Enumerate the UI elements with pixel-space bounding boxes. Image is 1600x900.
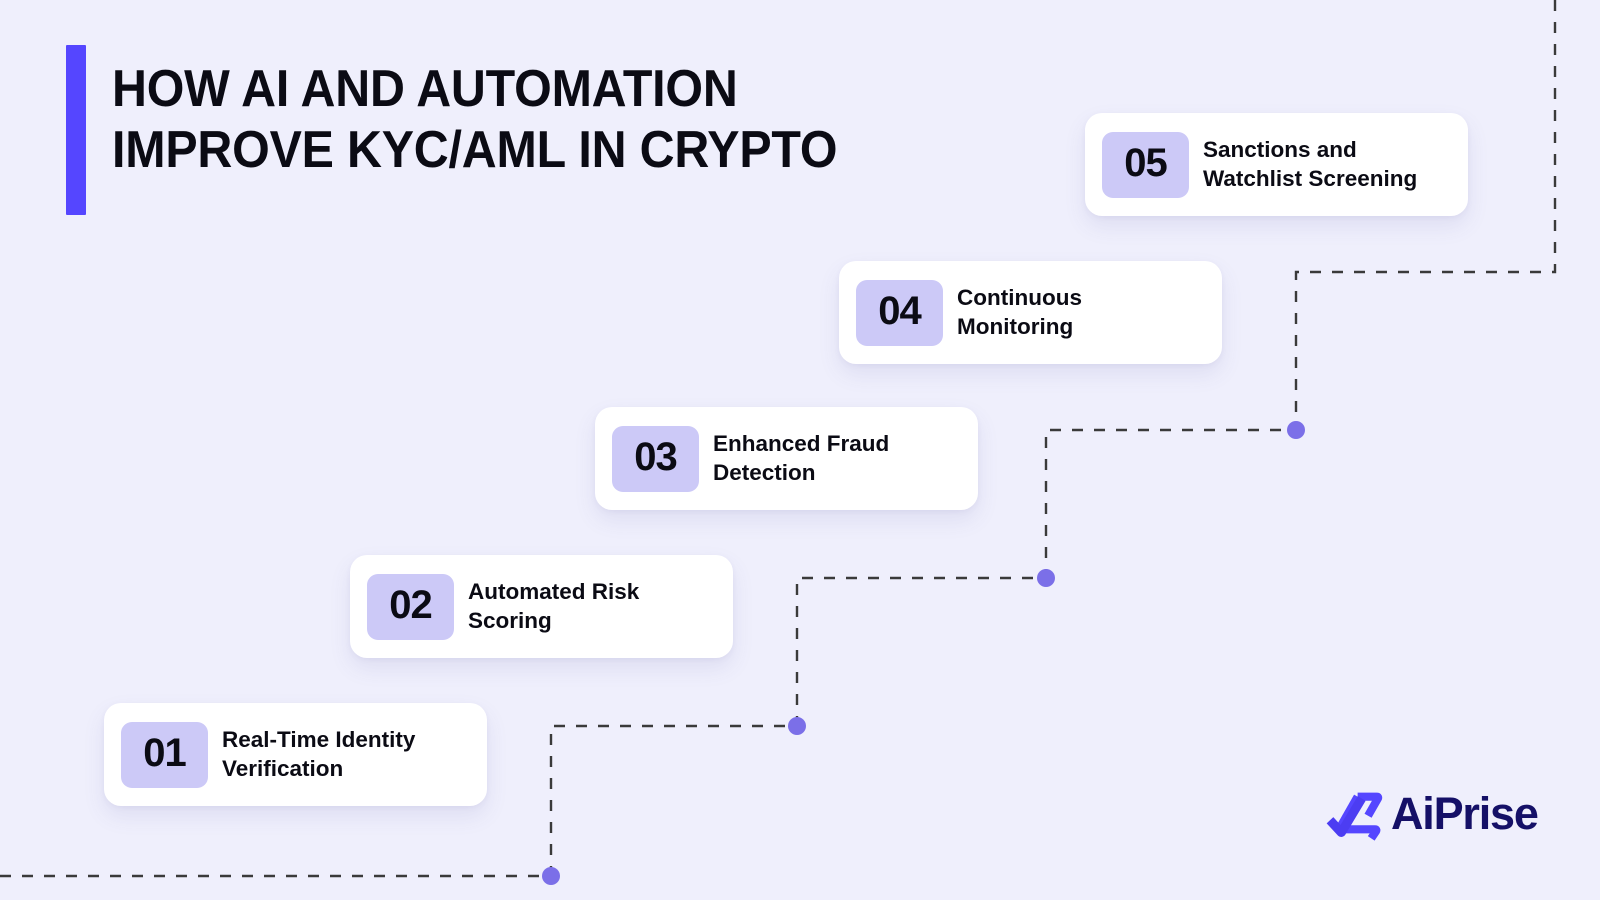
- connector-nodes: [542, 421, 1305, 885]
- step-number-badge-02: 02: [367, 573, 454, 640]
- step-number-badge-01: 01: [121, 721, 208, 788]
- step-label-02: Automated Risk Scoring: [468, 579, 640, 633]
- step-card-04[interactable]: 04 Continuous Monitoring: [839, 261, 1222, 364]
- title-accent-bar: [66, 45, 86, 215]
- connector-node-4: [1287, 421, 1305, 439]
- step-number-badge-04: 04: [856, 279, 943, 346]
- aiprise-check-triangle-icon: [1326, 792, 1383, 841]
- step-card-01[interactable]: 01 Real-Time Identity Verification: [104, 703, 487, 806]
- aiprise-logo[interactable]: AiPrise: [1325, 784, 1539, 842]
- step-label-01: Real-Time Identity Verification: [222, 727, 416, 781]
- aiprise-wordmark: AiPrise: [1391, 787, 1539, 839]
- step-card-02[interactable]: 02 Automated Risk Scoring: [350, 555, 733, 658]
- step-number-badge-05: 05: [1102, 131, 1189, 198]
- step-number-badge-03: 03: [612, 425, 699, 492]
- page-title: HOW AI AND AUTOMATION IMPROVE KYC/AML IN…: [112, 60, 838, 180]
- page-title-block: HOW AI AND AUTOMATION IMPROVE KYC/AML IN…: [66, 45, 892, 215]
- step-label-03: Enhanced Fraud Detection: [713, 431, 890, 485]
- step-card-05[interactable]: 05 Sanctions and Watchlist Screening: [1085, 113, 1468, 216]
- connector-node-3: [1037, 569, 1055, 587]
- connector-node-1: [542, 867, 560, 885]
- step-card-03[interactable]: 03 Enhanced Fraud Detection: [595, 407, 978, 510]
- step-label-05: Sanctions and Watchlist Screening: [1203, 137, 1418, 191]
- step-label-04: Continuous Monitoring: [957, 285, 1082, 339]
- connector-node-2: [788, 717, 806, 735]
